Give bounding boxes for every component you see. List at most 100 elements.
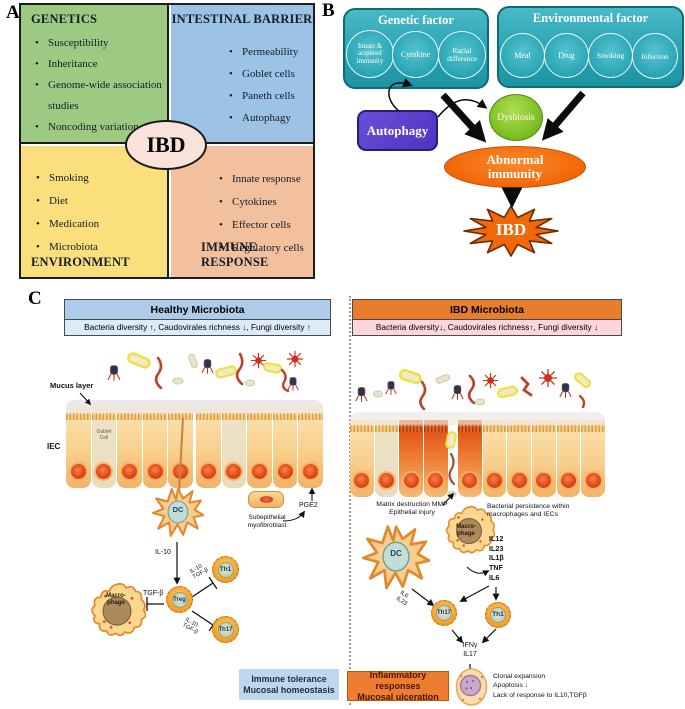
cell-nucleus <box>200 464 216 479</box>
quadrant-item: Innate response <box>217 168 313 191</box>
quadrant-item: Noncoding variation <box>33 117 165 138</box>
quadrant-genetics: GENETICS Susceptibility Inheritance Geno… <box>21 5 169 144</box>
quadrant-item: Microbiota <box>34 236 164 259</box>
brush-border <box>142 413 168 420</box>
brush-border <box>168 413 193 420</box>
cell-nucleus <box>428 473 444 488</box>
brush-border <box>221 413 247 420</box>
quadrant-title: IMMUNE RESPONSE <box>201 240 269 269</box>
epithelial-cell <box>350 420 374 497</box>
brush-border <box>457 425 482 432</box>
bacterium-icon <box>127 352 151 369</box>
quadrant-item: Smoking <box>34 167 164 190</box>
quadrant-item: Paneth cells <box>227 85 313 107</box>
panel-a-label: A <box>6 2 20 23</box>
brush-border <box>374 425 399 432</box>
genetic-circle-cytokine: Cytokine <box>392 31 439 78</box>
bacterium-icon <box>245 379 255 387</box>
cell-nucleus <box>226 464 242 479</box>
cell-nucleus <box>173 464 189 479</box>
arrow-th17-ifn <box>451 629 464 644</box>
brush-border <box>531 425 556 432</box>
tbar-treg-th1 <box>191 582 214 598</box>
bacterium-icon <box>445 431 457 449</box>
th1-cell: Th1 <box>212 556 239 583</box>
arrow-environment-to-abnormal <box>541 90 586 141</box>
ifn-label: IFNγ <box>462 642 478 649</box>
brush-border <box>350 425 374 432</box>
quadrant-item: Regulatory cells <box>217 237 313 260</box>
bacterium-icon <box>188 353 198 369</box>
cell-nucleus <box>96 464 112 479</box>
epithelial-cell <box>482 420 507 497</box>
brush-border <box>556 425 581 432</box>
cell-nucleus <box>511 473 527 488</box>
brush-border <box>247 413 272 420</box>
abnormal-immunity-line: immunity <box>487 166 543 181</box>
abnormal-immunity-oval: Abnormal immunity <box>444 146 586 188</box>
epithelial-cell <box>117 408 142 488</box>
ibd-microbes <box>355 368 592 411</box>
phage-icon <box>385 381 397 396</box>
cytokine-item: IL12 <box>489 534 504 543</box>
cytokine-item: TNF <box>489 563 503 573</box>
brush-border <box>507 425 531 432</box>
cell-nucleus <box>486 473 502 488</box>
th1-label: Th1 <box>490 607 506 623</box>
ibd-starburst-label: IBD <box>495 220 527 239</box>
cell-nucleus <box>462 473 478 488</box>
goblet-cell <box>374 420 399 497</box>
mucus-layer <box>66 400 323 415</box>
quadrant-item: Inheritance <box>33 54 165 75</box>
env-circle-meal: Meal <box>500 33 545 78</box>
brush-border <box>91 413 117 420</box>
genetic-circle-innate-immunity: Innate & acquired immunity <box>346 30 394 78</box>
epithelial-cell <box>581 420 606 497</box>
panel-b-label: B <box>322 0 335 21</box>
arrow-macrophage-cytokines <box>466 566 490 577</box>
th17-cell: Th17 <box>431 600 457 626</box>
brush-border <box>298 413 323 420</box>
epithelial-cell <box>556 420 581 497</box>
epithelial-cell <box>66 408 91 488</box>
epithelial-cell <box>272 408 298 488</box>
epithelial-cell <box>247 408 272 488</box>
arrow-genetic-to-abnormal <box>440 92 487 143</box>
quadrant-immune-response: Innate response Cytokines Effector cells… <box>171 146 313 277</box>
cytokine-item: IL23 <box>489 543 504 553</box>
genetic-circle-racial-difference: Racial difference <box>438 31 486 79</box>
macrophage-label: Macro-phage <box>106 593 126 606</box>
phage-icon <box>107 365 121 382</box>
cell-nucleus <box>560 473 576 488</box>
myofibroblast-cell <box>248 491 284 508</box>
epithelial-cell <box>168 408 193 488</box>
mucus-layer-label: Mucus layer <box>50 381 94 390</box>
damaged-epithelial-cell <box>457 420 482 497</box>
quadrant-item: Cytokines <box>217 191 313 214</box>
ibd-header: IBD Microbiota <box>352 299 622 320</box>
iec-label: IEC <box>47 442 61 451</box>
clonal-t-cell <box>455 668 488 706</box>
panel-divider <box>349 296 351 705</box>
quadrant-title: INTESTINAL BARRIER <box>171 12 313 26</box>
cell-nucleus <box>303 464 319 479</box>
quadrant-item: Goblet cells <box>227 63 313 85</box>
cell-nucleus <box>354 473 370 488</box>
bacterium-icon <box>263 362 283 374</box>
cell-nucleus <box>70 464 86 479</box>
quadrant-item: Diet <box>34 190 164 213</box>
bacterium-icon <box>398 369 422 385</box>
treg-cell: Treg <box>166 586 193 613</box>
virus-icon <box>482 372 499 389</box>
brush-border <box>424 425 448 432</box>
virus-icon <box>286 350 304 368</box>
bacteria-rod-icon <box>578 394 586 409</box>
pge2-label: PGE2 <box>299 502 318 509</box>
damaged-epithelial-cell <box>399 420 424 497</box>
bacteria-rod-icon <box>154 356 163 390</box>
